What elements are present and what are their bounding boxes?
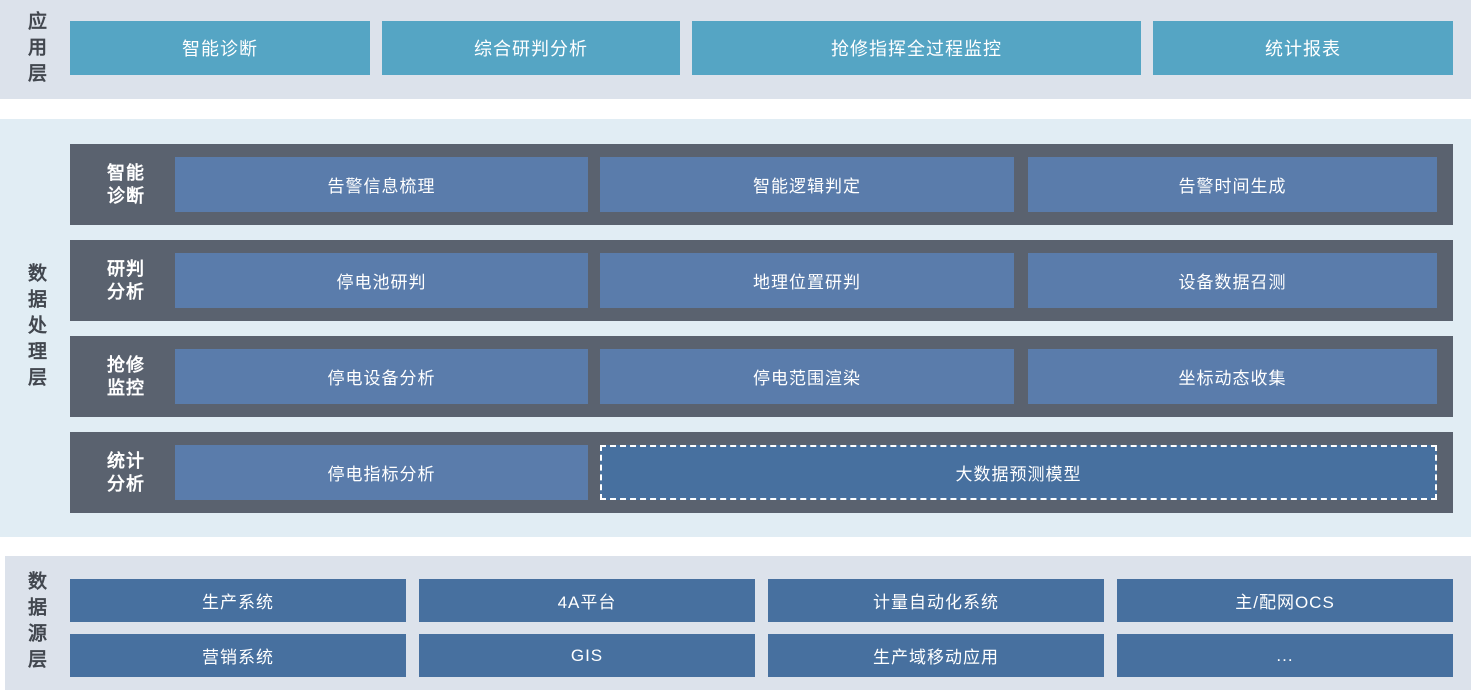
row-label-line: 分析	[107, 473, 145, 494]
process-box-geographic-location-judgment: 地理位置研判	[600, 253, 1014, 308]
process-box-bigdata-prediction-model: 大数据预测模型	[600, 445, 1437, 500]
data-processing-layer-band: 数据处理层 智能 诊断 告警信息梳理 智能逻辑判定 告警时间生成 研判 分析 停…	[0, 119, 1471, 537]
process-box-outage-indicator-analysis: 停电指标分析	[175, 445, 588, 500]
source-box-4a-platform: 4A平台	[419, 579, 755, 622]
source-box-marketing-system: 营销系统	[70, 634, 406, 677]
process-box-outage-device-analysis: 停电设备分析	[175, 349, 588, 404]
application-layer-label: 应用层	[25, 10, 46, 89]
app-item-repair-command-monitoring: 抢修指挥全过程监控	[692, 21, 1141, 75]
processing-row-repair-monitoring: 抢修 监控 停电设备分析 停电范围渲染 坐标动态收集	[70, 336, 1453, 417]
process-box-coordinate-dynamic-collection: 坐标动态收集	[1028, 349, 1437, 404]
source-box-gis: GIS	[419, 634, 755, 677]
processing-row-judgment-analysis: 研判 分析 停电池研判 地理位置研判 设备数据召测	[70, 240, 1453, 321]
data-processing-layer-label: 数据处理层	[25, 263, 46, 393]
process-box-outage-judgment: 停电池研判	[175, 253, 588, 308]
source-box-main-distribution-ocs: 主/配网OCS	[1117, 579, 1453, 622]
process-box-intelligent-logic-judgment: 智能逻辑判定	[600, 157, 1014, 212]
process-box-alarm-time-generation: 告警时间生成	[1028, 157, 1437, 212]
row-label-line: 统计	[107, 450, 145, 471]
application-layer-band: 应用层 智能诊断 综合研判分析 抢修指挥全过程监控 统计报表	[0, 0, 1471, 99]
row-label-smart-diagnosis: 智能 诊断	[80, 162, 172, 208]
row-label-judgment-analysis: 研判 分析	[80, 258, 172, 304]
processing-row-smart-diagnosis: 智能 诊断 告警信息梳理 智能逻辑判定 告警时间生成	[70, 144, 1453, 225]
source-box-production-mobile-app: 生产域移动应用	[768, 634, 1104, 677]
process-box-device-data-reading: 设备数据召测	[1028, 253, 1437, 308]
source-box-ellipsis: ...	[1117, 634, 1453, 677]
app-item-smart-diagnosis: 智能诊断	[70, 21, 370, 75]
source-box-metering-automation-system: 计量自动化系统	[768, 579, 1104, 622]
data-source-layer-label: 数据源层	[25, 571, 46, 675]
app-item-comprehensive-analysis: 综合研判分析	[382, 21, 680, 75]
row-label-line: 抢修	[107, 354, 145, 375]
row-label-line: 诊断	[107, 185, 145, 206]
row-label-line: 研判	[107, 258, 145, 279]
row-label-line: 监控	[107, 377, 145, 398]
data-source-layer-band: 数据源层 生产系统 4A平台 计量自动化系统 主/配网OCS 营销系统 GIS …	[5, 556, 1471, 690]
source-box-production-system: 生产系统	[70, 579, 406, 622]
app-item-statistical-reports: 统计报表	[1153, 21, 1453, 75]
row-label-line: 分析	[107, 281, 145, 302]
row-label-line: 智能	[107, 162, 145, 183]
row-label-repair-monitoring: 抢修 监控	[80, 354, 172, 400]
process-box-alarm-info-sorting: 告警信息梳理	[175, 157, 588, 212]
processing-row-statistical-analysis: 统计 分析 停电指标分析 大数据预测模型	[70, 432, 1453, 513]
row-label-statistical-analysis: 统计 分析	[80, 450, 172, 496]
process-box-outage-range-rendering: 停电范围渲染	[600, 349, 1014, 404]
